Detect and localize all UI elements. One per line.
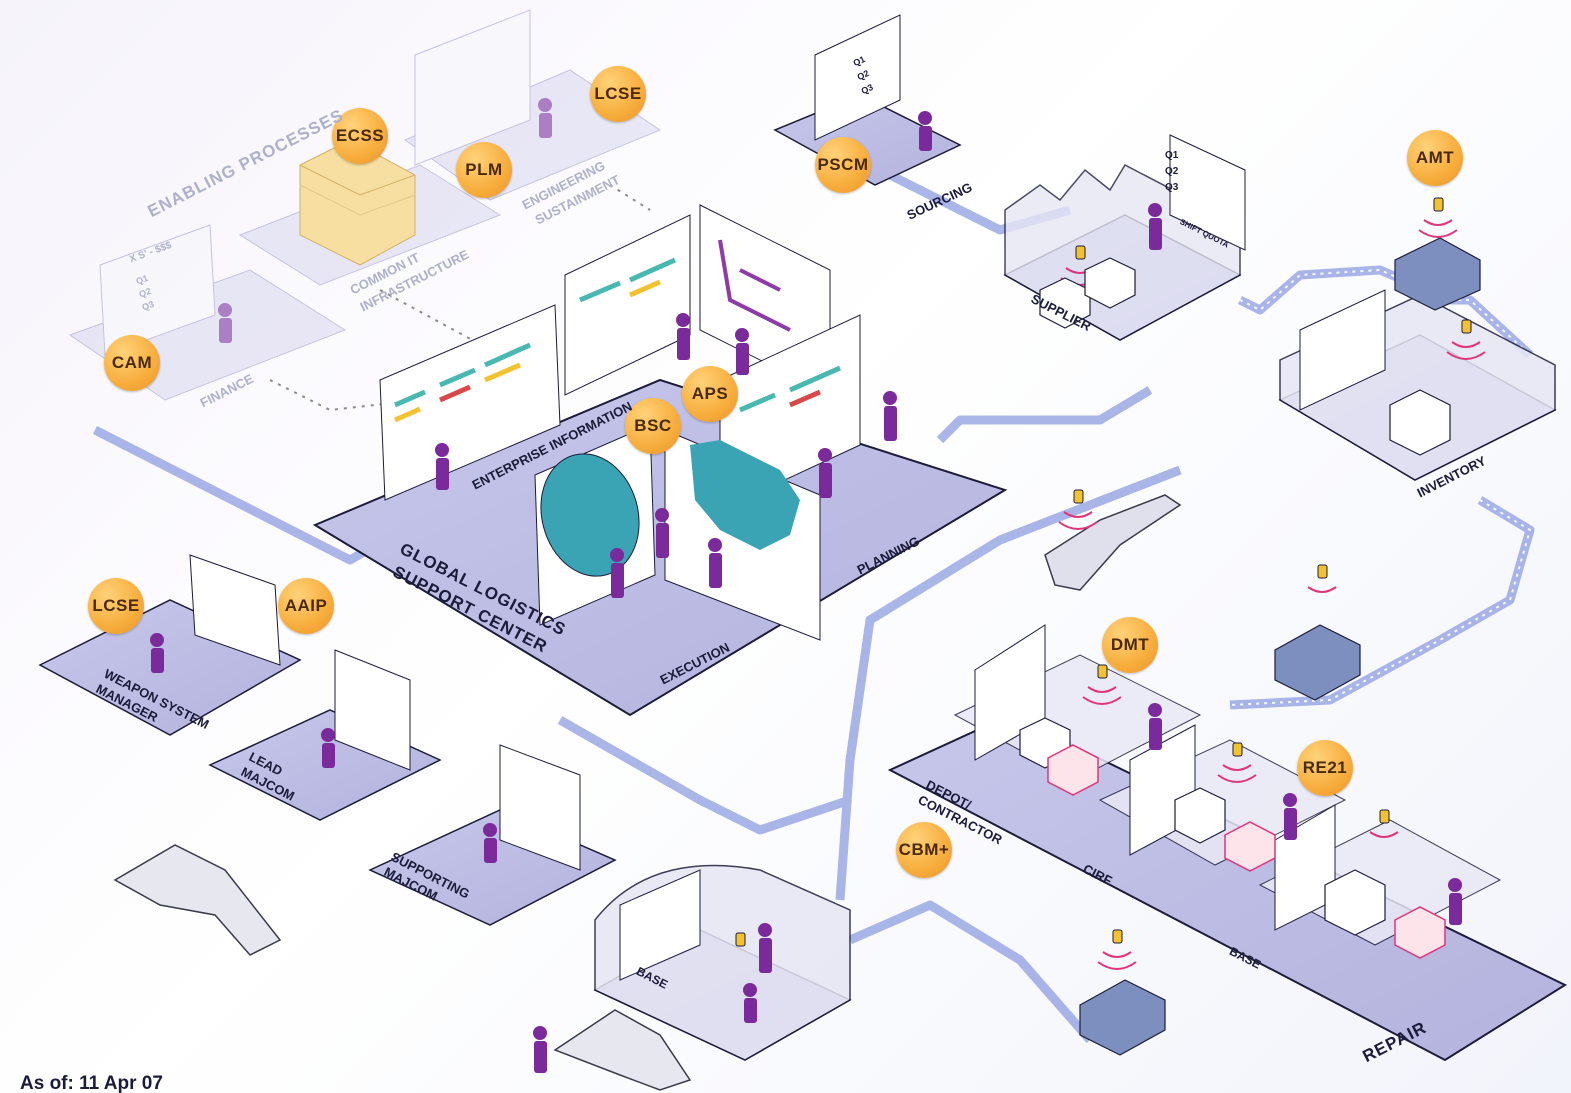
amt-badge: AMT <box>1407 130 1463 186</box>
base-hangar <box>593 864 852 1061</box>
aircraft-fighter-left <box>113 844 282 956</box>
screen-bars <box>393 257 842 423</box>
lcse-top-badge: LCSE <box>590 66 646 122</box>
rfid-tags <box>735 197 1486 970</box>
sourcing-board <box>814 14 901 141</box>
cam-badge: CAM <box>104 335 160 391</box>
lcse-left-badge: LCSE <box>88 578 144 634</box>
truck-amt <box>1394 237 1481 311</box>
cube-stack <box>299 139 416 266</box>
supplier-q1: Q1 <box>1165 150 1179 161</box>
repair-items <box>1047 744 1446 959</box>
aaip-badge: AAIP <box>278 578 334 634</box>
wsm-board <box>189 554 281 666</box>
aps-badge: APS <box>682 366 738 422</box>
flow-dashes <box>1229 268 1532 706</box>
bsc-badge: BSC <box>625 398 681 454</box>
re21-badge: RE21 <box>1297 740 1353 796</box>
supplier-q3: Q3 <box>1165 182 1179 193</box>
dmt-badge: DMT <box>1102 617 1158 673</box>
people <box>150 98 1462 1073</box>
pscm-badge: PSCM <box>815 137 871 193</box>
cbm-badge: CBM+ <box>896 822 952 878</box>
aircraft-fighter-base <box>553 1009 692 1091</box>
as-of-date: As of: 11 Apr 07 <box>20 1073 163 1093</box>
aircraft-transport <box>1044 494 1182 591</box>
lead-majcom-board <box>334 649 411 771</box>
crates <box>1019 257 1451 936</box>
truck-bottom <box>1079 979 1166 1056</box>
truck-mid-right <box>1274 624 1361 701</box>
ecss-badge: ECSS <box>332 108 388 164</box>
repair-chain <box>887 624 1568 1062</box>
supporting-majcom-board <box>499 744 581 871</box>
plm-badge: PLM <box>456 142 512 198</box>
supplier-q2: Q2 <box>1165 166 1179 177</box>
planning-chart <box>718 239 791 332</box>
